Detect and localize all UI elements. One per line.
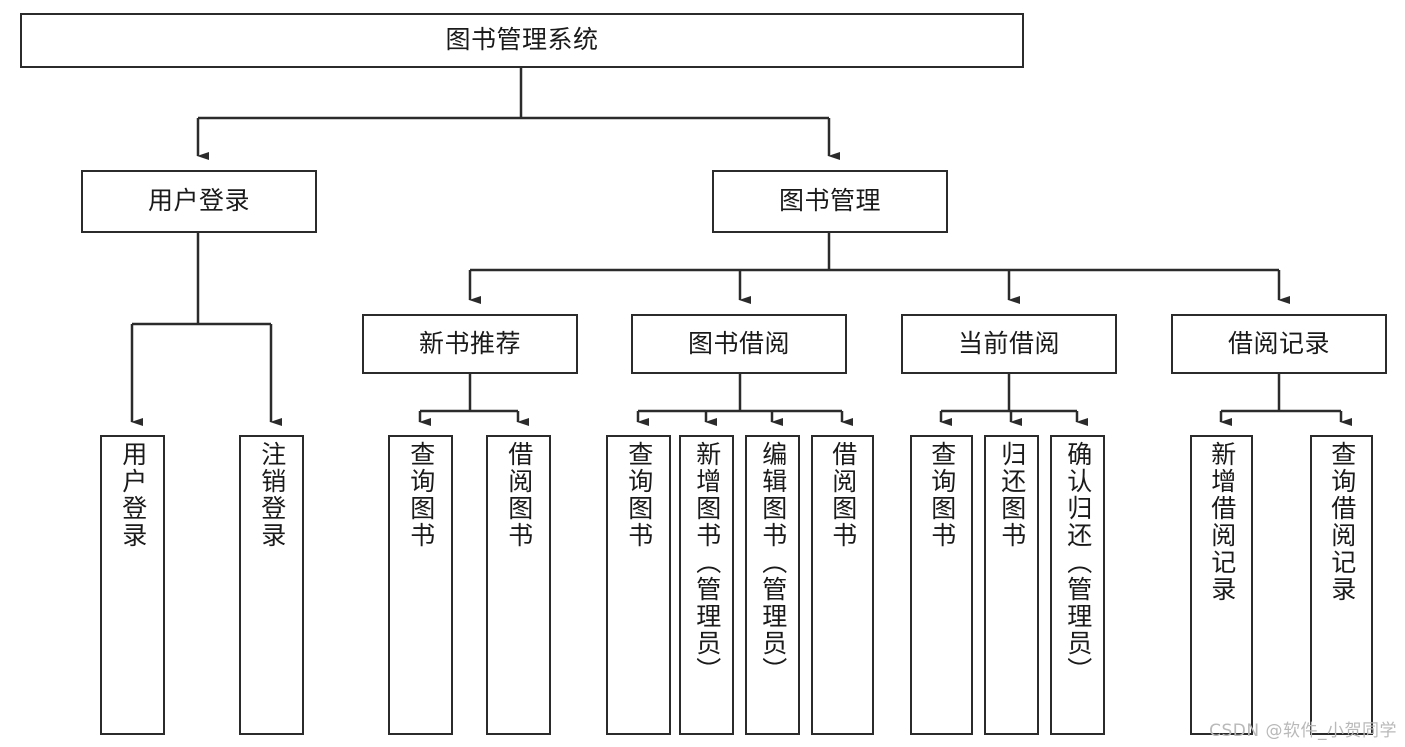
node-leaf-query-book-3-label: 查询图书 xyxy=(927,441,957,549)
node-current-borrow-label: 当前借阅 xyxy=(957,328,1060,358)
node-leaf-edit-book[interactable]: 编辑图书（管理员） xyxy=(745,435,800,735)
node-leaf-return-book[interactable]: 归还图书 xyxy=(984,435,1039,735)
node-user-login[interactable]: 用户登录 xyxy=(81,170,317,233)
node-leaf-add-book-label: 新增图书（管理员） xyxy=(692,441,722,684)
node-leaf-user-login-label: 用户登录 xyxy=(118,441,148,549)
node-root-label: 图书管理系统 xyxy=(445,25,599,55)
node-root[interactable]: 图书管理系统 xyxy=(20,13,1024,68)
node-leaf-borrow-book-1-label: 借阅图书 xyxy=(504,441,534,549)
node-leaf-user-logout[interactable]: 注销登录 xyxy=(239,435,304,735)
node-leaf-confirm-return[interactable]: 确认归还（管理员） xyxy=(1050,435,1105,735)
node-user-login-label: 用户登录 xyxy=(147,186,250,216)
node-current-borrow[interactable]: 当前借阅 xyxy=(901,314,1117,374)
node-borrow-record-label: 借阅记录 xyxy=(1227,328,1330,358)
node-leaf-query-book-2[interactable]: 查询图书 xyxy=(606,435,671,735)
watermark: CSDN @软件_小贺同学 xyxy=(1209,721,1397,741)
node-leaf-query-record[interactable]: 查询借阅记录 xyxy=(1310,435,1373,735)
node-new-book-recommend-label: 新书推荐 xyxy=(418,328,521,358)
node-leaf-query-book-3[interactable]: 查询图书 xyxy=(910,435,973,735)
node-leaf-borrow-book-1[interactable]: 借阅图书 xyxy=(486,435,551,735)
node-book-borrow-label: 图书借阅 xyxy=(687,328,790,358)
node-leaf-return-book-label: 归还图书 xyxy=(997,441,1027,549)
node-leaf-query-book-1[interactable]: 查询图书 xyxy=(388,435,453,735)
node-leaf-add-record[interactable]: 新增借阅记录 xyxy=(1190,435,1253,735)
node-leaf-confirm-return-label: 确认归还（管理员） xyxy=(1063,441,1093,684)
node-book-manage-label: 图书管理 xyxy=(778,186,881,216)
node-leaf-borrow-book-2[interactable]: 借阅图书 xyxy=(811,435,874,735)
node-leaf-query-book-2-label: 查询图书 xyxy=(624,441,654,549)
node-leaf-query-record-label: 查询借阅记录 xyxy=(1327,441,1357,603)
node-book-manage[interactable]: 图书管理 xyxy=(712,170,948,233)
node-leaf-add-book[interactable]: 新增图书（管理员） xyxy=(679,435,734,735)
node-leaf-query-book-1-label: 查询图书 xyxy=(406,441,436,549)
node-leaf-borrow-book-2-label: 借阅图书 xyxy=(828,441,858,549)
node-new-book-recommend[interactable]: 新书推荐 xyxy=(362,314,578,374)
node-leaf-edit-book-label: 编辑图书（管理员） xyxy=(758,441,788,684)
node-leaf-add-record-label: 新增借阅记录 xyxy=(1207,441,1237,603)
node-leaf-user-logout-label: 注销登录 xyxy=(257,441,287,549)
node-book-borrow[interactable]: 图书借阅 xyxy=(631,314,847,374)
node-borrow-record[interactable]: 借阅记录 xyxy=(1171,314,1387,374)
node-leaf-user-login[interactable]: 用户登录 xyxy=(100,435,165,735)
